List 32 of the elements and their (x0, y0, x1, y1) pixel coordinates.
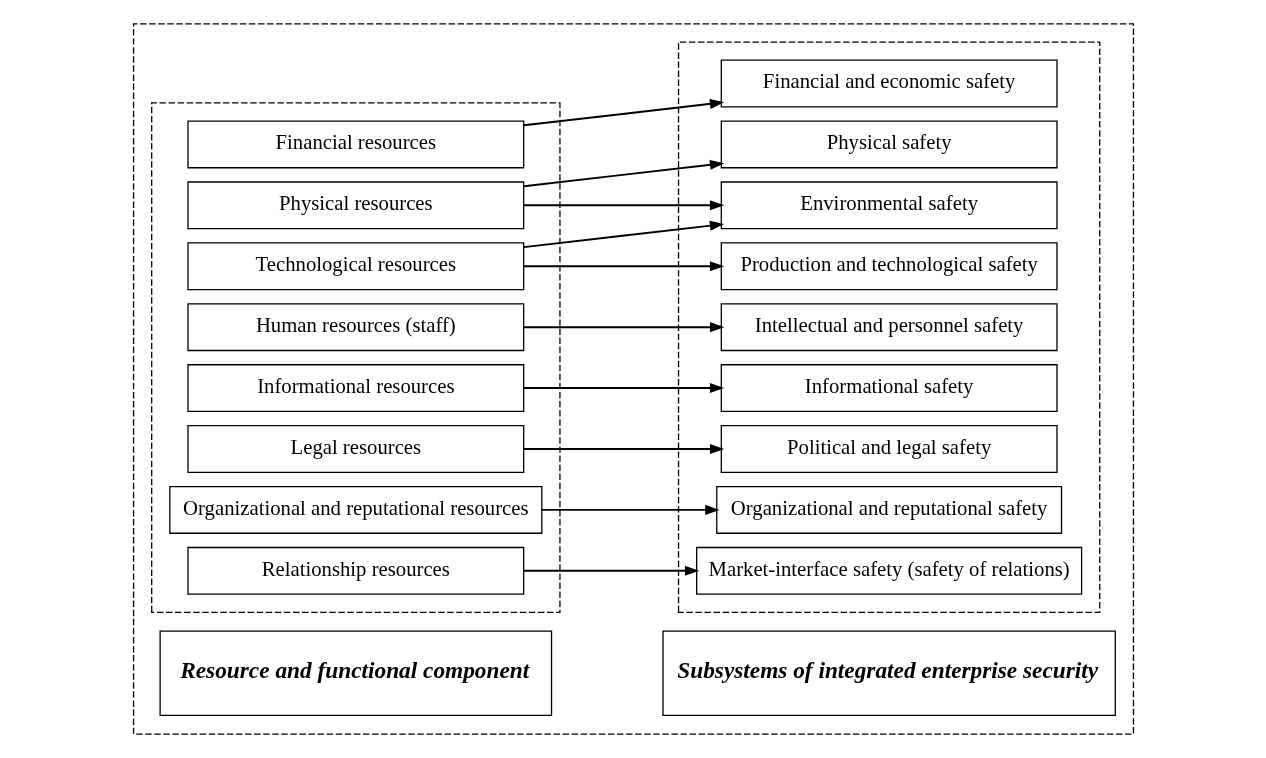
node-box: Intellectual and personnel safety (720, 303, 1058, 352)
arrow (522, 200, 724, 211)
node-box: Production and technological safety (720, 242, 1058, 291)
node-box: Informational safety (720, 364, 1058, 413)
node-box: Market-interface safety (safety of relations) (695, 546, 1082, 595)
cluster (150, 102, 561, 613)
node-box: Financial resources (186, 120, 524, 169)
node-box: Technological resources (186, 242, 524, 291)
node-box: Subsystems of integrated enterprise security (661, 630, 1116, 716)
node-box: Relationship resources (186, 546, 524, 595)
node-box: Organizational and reputational resources (168, 485, 542, 534)
arrow (522, 98, 724, 127)
arrow (522, 444, 724, 454)
node-box: Human resources (staff) (186, 303, 524, 352)
node-box: Physical safety (720, 120, 1058, 169)
node-box: Financial and economic safety (720, 59, 1058, 108)
arrow (522, 565, 699, 576)
arrow (522, 261, 724, 272)
cluster (132, 23, 1134, 735)
node-box: Environmental safety (720, 181, 1058, 230)
arrow (522, 322, 724, 333)
node-box: Informational resources (186, 364, 524, 413)
arrow (540, 504, 719, 515)
arrow (522, 220, 724, 249)
arrow (522, 383, 724, 394)
arrow (522, 159, 724, 188)
node-box: Physical resources (186, 181, 524, 230)
node-box: Organizational and reputational safety (715, 485, 1062, 534)
node-box: Resource and functional component (158, 630, 552, 716)
node-box: Legal resources (186, 425, 524, 473)
cluster (677, 41, 1100, 613)
node-box: Political and legal safety (720, 425, 1058, 473)
